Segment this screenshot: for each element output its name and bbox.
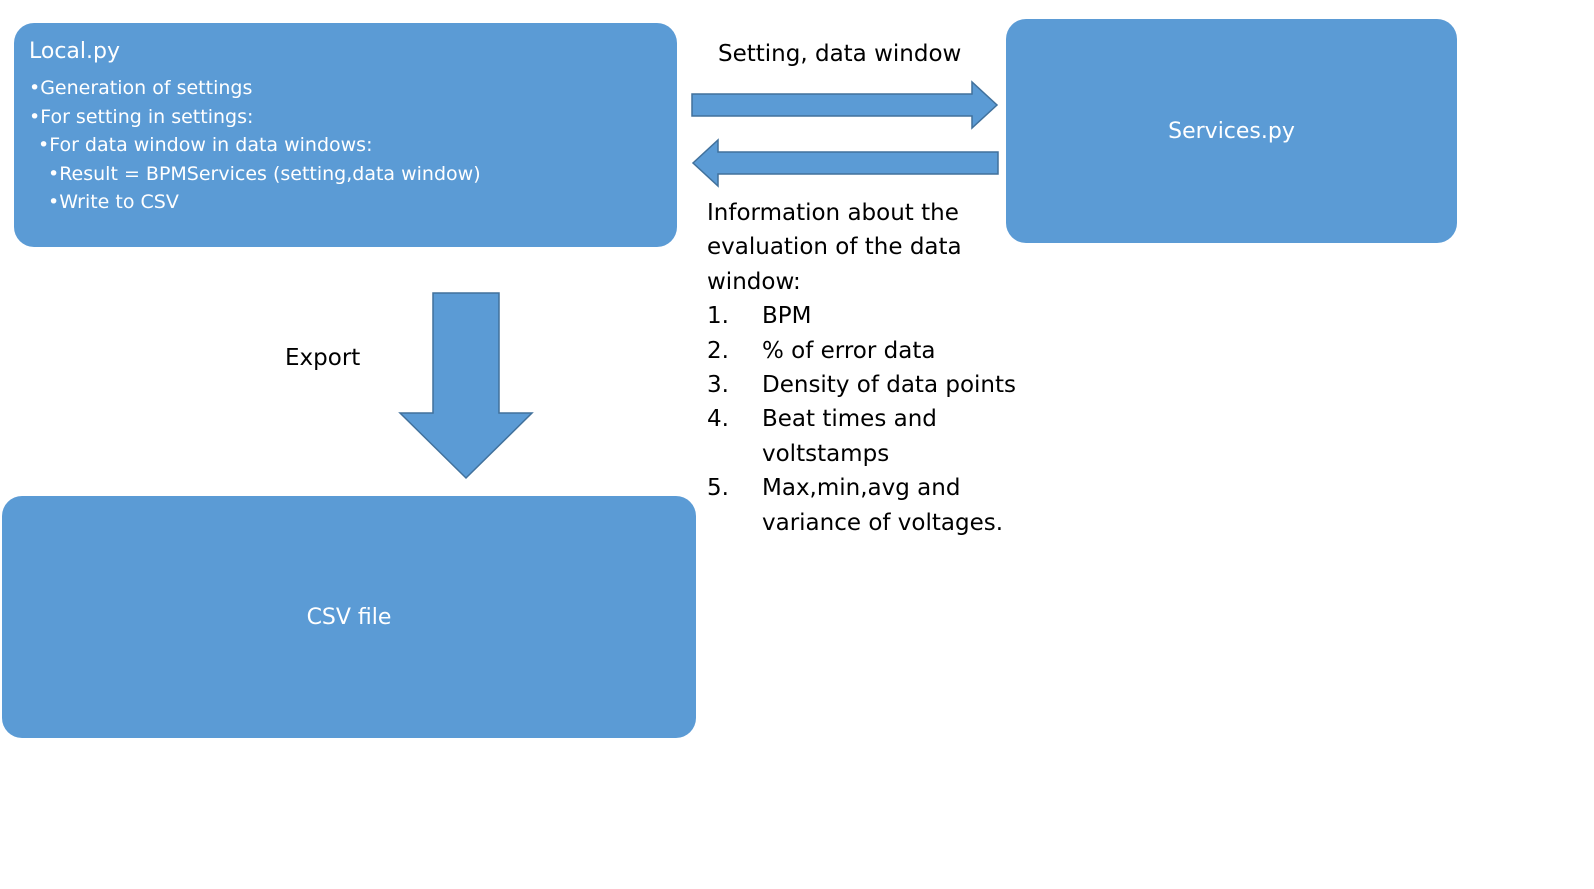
local-py-title: Local.py [29,39,120,64]
local-line-generation: •Generation of settings [29,77,253,99]
list-item: 4. Beat times and voltstamps [707,402,1037,471]
list-item-text: Density of data points [762,372,1016,399]
local-line-for-setting: •For setting in settings: [29,105,254,128]
list-item-text: Max,min,avg and variance of voltages. [762,475,1004,536]
down-arrow-icon [398,292,534,480]
list-item-number: 2. [707,337,729,364]
list-item: 2. % of error data [707,334,1037,368]
info-heading: Information about the evaluation of the … [707,200,962,295]
list-item-number: 1. [707,303,729,330]
left-arrow-icon [691,138,999,188]
local-line-result: •Result = BPMServices (setting,data wind… [48,162,481,185]
right-arrow-icon [691,80,999,130]
list-item-text: BPM [762,303,812,330]
setting-data-window-label: Setting, data window [718,41,962,67]
evaluation-info-block: Information about the evaluation of the … [707,196,1037,540]
list-item-text: % of error data [762,337,936,364]
list-item-number: 4. [707,406,729,433]
list-item-number: 5. [707,475,729,502]
csv-file-box: CSV file [2,496,696,738]
local-line-for-data-window: •For data window in data windows: [38,134,373,156]
csv-file-title: CSV file [306,604,392,630]
services-py-title: Services.py [1168,118,1295,144]
export-label: Export [285,345,361,371]
list-item: 5. Max,min,avg and variance of voltages. [707,471,1037,540]
info-list: 1. BPM 2. % of error data 3. Density of … [707,299,1037,540]
local-py-box: Local.py •Generation of settings •For se… [14,23,677,247]
services-py-box: Services.py [1006,19,1457,243]
list-item: 1. BPM [707,299,1037,333]
list-item-number: 3. [707,372,729,399]
local-line-write-csv: •Write to CSV [48,191,179,213]
list-item: 3. Density of data points [707,368,1037,402]
list-item-text: Beat times and voltstamps [762,406,937,467]
